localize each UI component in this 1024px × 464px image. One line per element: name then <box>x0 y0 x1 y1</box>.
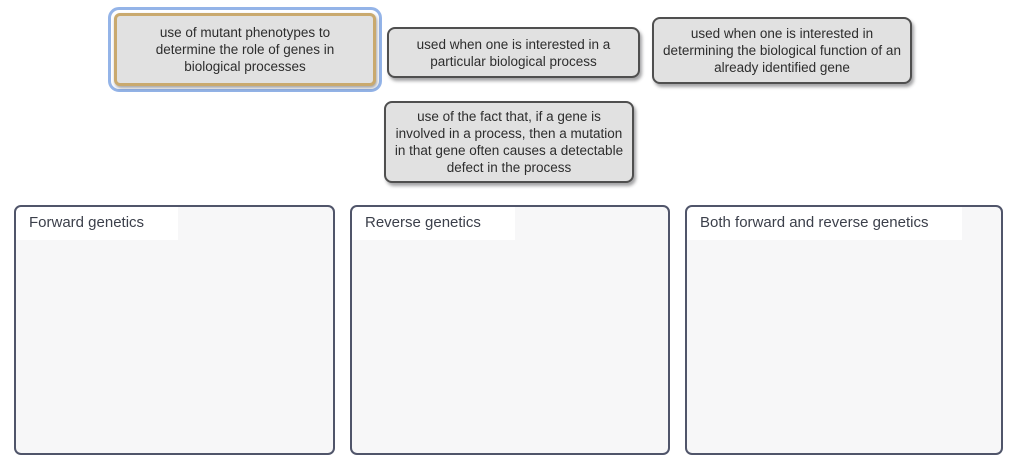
draggable-chip-detectable-defect[interactable]: use of the fact that, if a gene is invol… <box>384 101 634 183</box>
draggable-chip-particular-process[interactable]: used when one is interested in a particu… <box>387 27 640 78</box>
drop-bin-reverse-genetics[interactable]: Reverse genetics <box>350 205 670 455</box>
chip-text: use of the fact that, if a gene is invol… <box>394 109 624 175</box>
chip-body: used when one is interested in a particu… <box>387 27 640 78</box>
chip-text: used when one is interested in a particu… <box>416 36 611 69</box>
drop-bin-both-forward-and-reverse[interactable]: Both forward and reverse genetics <box>685 205 1003 455</box>
bin-label-text: Both forward and reverse genetics <box>700 214 929 231</box>
chip-text: used when one is interested in determini… <box>663 26 901 75</box>
draggable-chip-identified-gene[interactable]: used when one is interested in determini… <box>652 17 912 84</box>
chip-body: use of mutant phenotypes to determine th… <box>114 13 376 86</box>
bin-label: Reverse genetics <box>352 207 515 240</box>
bin-label: Forward genetics <box>16 207 179 240</box>
drop-bin-forward-genetics[interactable]: Forward genetics <box>14 205 335 455</box>
bin-label-text: Reverse genetics <box>365 214 481 231</box>
chip-body: use of the fact that, if a gene is invol… <box>384 101 634 183</box>
bin-label-text: Forward genetics <box>29 214 145 231</box>
draggable-chip-mutant-phenotypes[interactable]: use of mutant phenotypes to determine th… <box>108 7 382 92</box>
bin-label: Both forward and reverse genetics <box>687 207 963 240</box>
chip-text: use of mutant phenotypes to determine th… <box>155 25 335 74</box>
chip-body: used when one is interested in determini… <box>652 17 912 84</box>
